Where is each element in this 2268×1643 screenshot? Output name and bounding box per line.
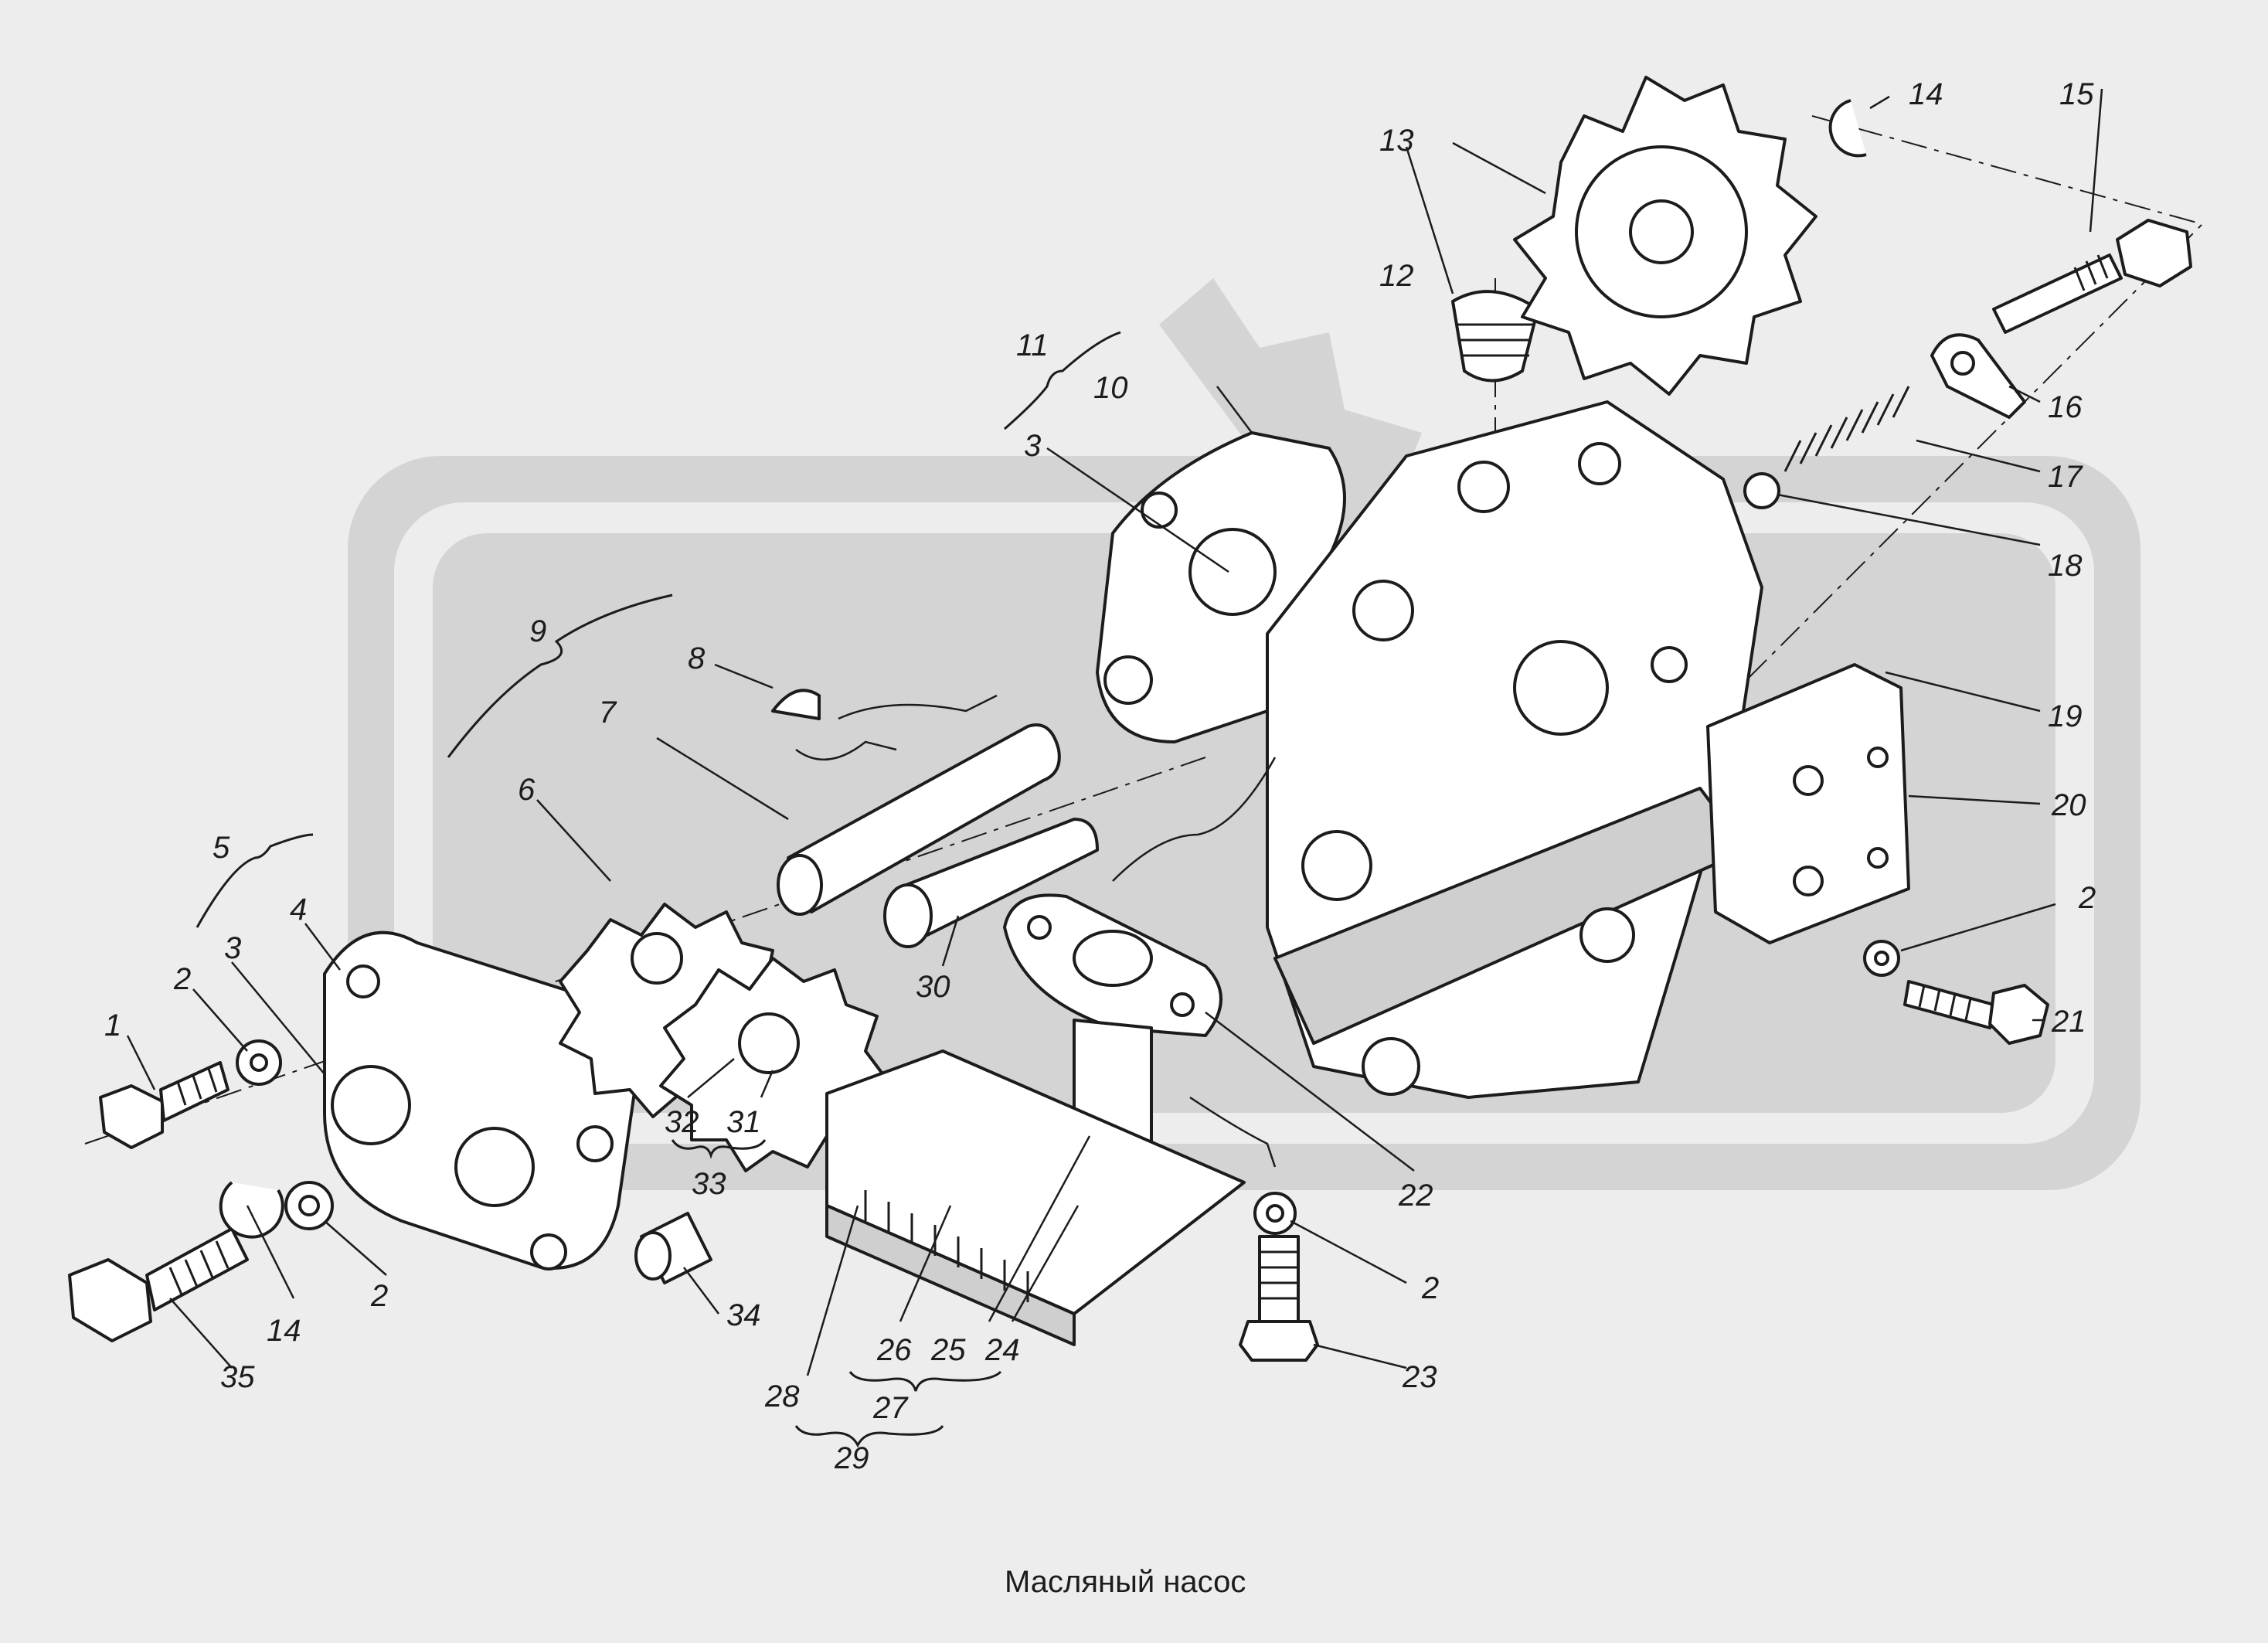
callout-26: 26 [876,1333,912,1367]
axle-30 [883,818,1099,948]
bolt-1 [99,1061,230,1149]
callout-28: 28 [764,1379,800,1413]
callout-21: 21 [2051,1005,2086,1039]
pump-housing [1266,400,1763,1099]
callout-32: 32 [665,1105,699,1139]
leader-lines [126,88,2103,1376]
callout-4: 4 [290,893,307,927]
plug-12 [1451,290,1539,383]
diagram-caption: Масляный насос [1005,1565,1246,1599]
callout-2: 2 [1421,1271,1439,1305]
shaft-7 [777,723,1061,916]
callout-13: 13 [1379,124,1414,158]
callout-2: 2 [370,1279,388,1313]
callout-29: 29 [834,1441,869,1475]
callout-labels: 1 2 2 2 2 3 3 4 5 6 7 8 9 10 11 12 13 14… [104,77,2096,1475]
callout-23: 23 [1402,1360,1437,1394]
callout-30: 30 [916,970,950,1004]
callout-11: 11 [1016,328,1049,362]
callout-9: 9 [529,614,546,648]
callout-25: 25 [930,1333,966,1367]
callout-18: 18 [2048,549,2083,583]
callout-34: 34 [726,1298,761,1332]
callout-15: 15 [2059,77,2094,111]
bolt-21 [1903,980,2049,1045]
callout-2: 2 [173,962,191,996]
callout-10: 10 [1093,371,1128,405]
callout-16: 16 [2048,390,2083,424]
valve-plug-15 [1992,219,2192,334]
callout-33: 33 [692,1167,726,1201]
callout-8: 8 [688,641,706,675]
callout-7: 7 [599,696,617,730]
callout-35: 35 [220,1360,255,1394]
callout-20: 20 [2051,788,2086,822]
key-8 [771,689,821,720]
callout-14: 14 [267,1314,301,1348]
oil-flow-arrows [795,694,1277,1168]
callout-6: 6 [518,773,536,807]
callout-27: 27 [872,1391,909,1425]
flange-22 [1003,893,1222,1037]
callout-14: 14 [1909,77,1943,111]
callout-2: 2 [2078,881,2096,915]
callout-24: 24 [984,1333,1020,1367]
spring-17 [1783,386,1910,472]
callout-22: 22 [1398,1179,1433,1213]
callout-12: 12 [1379,259,1414,293]
grouping-braces [196,331,1121,1448]
cover-plate-20 [1706,663,1910,944]
snap-ring-14 [219,99,1867,1239]
lock-washer-16 [1930,333,2026,419]
callout-5: 5 [213,831,230,865]
callout-3: 3 [224,931,241,965]
bolt-23 [1239,1235,1319,1362]
callout-31: 31 [726,1105,761,1139]
washer-2 [236,940,1900,1235]
callout-3: 3 [1024,429,1041,463]
pump-cover-4 [323,930,638,1271]
bolt-35 [68,1227,249,1342]
callout-19: 19 [2048,699,2083,733]
ball-18 [1743,472,1780,509]
callout-17: 17 [2048,460,2083,494]
bushing-34 [634,1212,712,1284]
sprocket-13 [1513,76,1817,396]
callout-1: 1 [104,1009,121,1043]
